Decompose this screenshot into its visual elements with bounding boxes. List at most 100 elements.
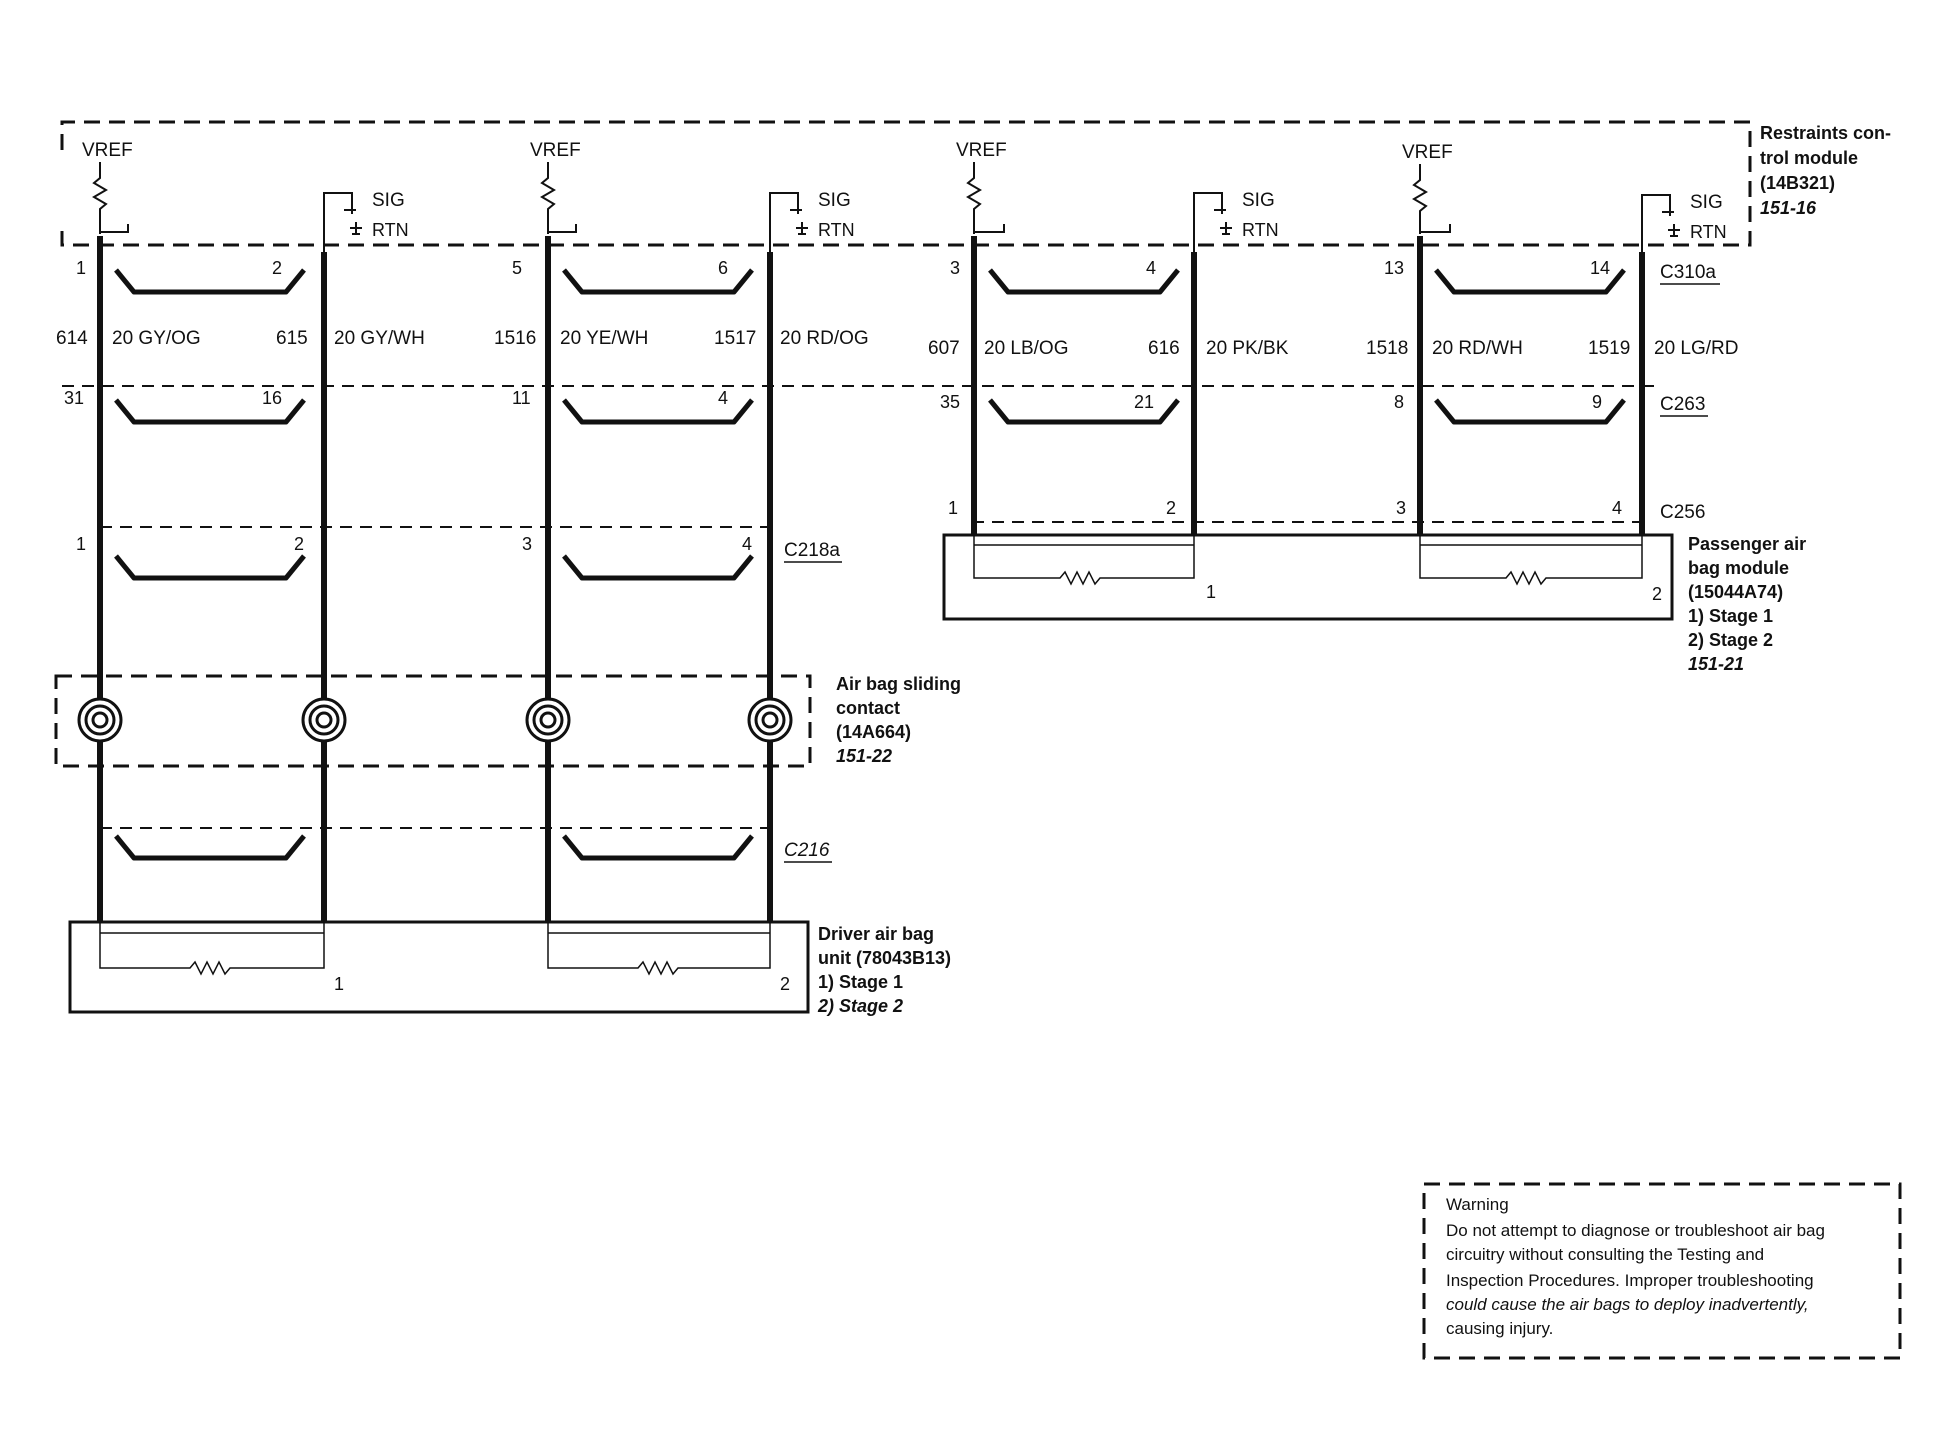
wire-color: 20 PK/BK bbox=[1206, 338, 1289, 359]
clockspring-coil-icon bbox=[747, 697, 793, 743]
connector-dividers bbox=[62, 385, 1660, 829]
vref-resistor-symbol bbox=[540, 162, 577, 234]
wire-color: 20 LG/RD bbox=[1654, 338, 1738, 359]
vref-label: VREF bbox=[1402, 142, 1453, 163]
warning-line-1: Do not attempt to diagnose or troublesho… bbox=[1446, 1221, 1825, 1240]
bracket-c310a-2 bbox=[562, 268, 754, 295]
bracket-c218a-2 bbox=[562, 554, 754, 581]
pin-number: 3 bbox=[950, 258, 960, 278]
pin-number: 3 bbox=[1396, 498, 1406, 518]
passenger-airbag-label-line-1: Passenger air bbox=[1688, 534, 1806, 554]
pin-numbers-c263: 31 16 11 4 35 21 8 9 bbox=[64, 388, 1602, 412]
stage-number: 1 bbox=[1206, 582, 1216, 602]
stage-2-igniter-resistor bbox=[547, 922, 771, 976]
pin-numbers-c310a: 1 2 5 6 3 4 13 14 bbox=[76, 258, 1610, 278]
bracket-c263-4 bbox=[1434, 398, 1626, 425]
circuit-labels: 614 20 GY/OG 615 20 GY/WH 1516 20 YE/WH … bbox=[56, 328, 1738, 359]
pin-number: 5 bbox=[512, 258, 522, 278]
pin-number: 1 bbox=[76, 534, 86, 554]
wire-color: 20 GY/OG bbox=[112, 328, 201, 349]
stage-number: 1 bbox=[334, 974, 344, 994]
passenger-airbag-stage-1: 1) Stage 1 bbox=[1688, 606, 1773, 626]
pin-number: 9 bbox=[1592, 392, 1602, 412]
vref-label: VREF bbox=[956, 140, 1007, 161]
pin-number: 2 bbox=[272, 258, 282, 278]
pin-number: 4 bbox=[742, 534, 752, 554]
rcm-label-line-1: Restraints con- bbox=[1760, 123, 1891, 143]
connector-c216: C216 bbox=[784, 840, 830, 861]
pin-number: 4 bbox=[718, 388, 728, 408]
pin-number: 16 bbox=[262, 388, 282, 408]
wire-color: 20 YE/WH bbox=[560, 328, 648, 349]
rcm-channel-2: VREF SIG RTN bbox=[530, 140, 855, 252]
warning-line-3: Inspection Procedures. Improper troubles… bbox=[1446, 1271, 1814, 1290]
stage-number: 2 bbox=[780, 974, 790, 994]
passenger-airbag-box bbox=[942, 533, 1674, 621]
rcm-page-ref: 151-16 bbox=[1760, 198, 1817, 218]
rtn-label: RTN bbox=[1690, 222, 1727, 242]
pin-number: 4 bbox=[1146, 258, 1156, 278]
connector-c218a: C218a bbox=[784, 540, 840, 561]
pin-number: 1 bbox=[76, 258, 86, 278]
circuit-number: 614 bbox=[56, 328, 88, 349]
circuit-number: 1519 bbox=[1588, 338, 1630, 359]
circuit-number: 1517 bbox=[714, 328, 756, 349]
sig-rtn-switch-symbol bbox=[323, 192, 362, 252]
circuit-number: 1516 bbox=[494, 328, 536, 349]
pin-number: 14 bbox=[1590, 258, 1610, 278]
driver-airbag-label-line-2: unit (78043B13) bbox=[818, 948, 951, 968]
vref-label: VREF bbox=[82, 140, 133, 161]
stage-number: 2 bbox=[1652, 584, 1662, 604]
sig-label: SIG bbox=[372, 190, 405, 211]
pin-number: 8 bbox=[1394, 392, 1404, 412]
rtn-label: RTN bbox=[372, 220, 409, 240]
pin-number: 13 bbox=[1384, 258, 1404, 278]
driver-airbag-box bbox=[68, 920, 810, 1014]
stage-1-igniter-resistor bbox=[973, 535, 1195, 586]
connector-names: C310a C263 C256 C218a C216 bbox=[784, 262, 1720, 863]
driver-airbag-stage-1: 1) Stage 1 bbox=[818, 972, 903, 992]
bracket-c263-3 bbox=[988, 398, 1180, 425]
sig-rtn-switch-symbol bbox=[769, 192, 808, 252]
wire-color: 20 RD/WH bbox=[1432, 338, 1523, 359]
warning-line-4: could cause the air bags to deploy inadv… bbox=[1446, 1295, 1809, 1314]
vref-resistor-symbol bbox=[92, 162, 129, 234]
rcm-channel-3: VREF SIG RTN bbox=[956, 140, 1279, 252]
wires bbox=[97, 236, 1645, 922]
rtn-label: RTN bbox=[1242, 220, 1279, 240]
pin-numbers-c218a: 1 2 3 4 bbox=[76, 534, 752, 554]
pin-number: 35 bbox=[940, 392, 960, 412]
pin-number: 11 bbox=[512, 388, 531, 408]
warning-line-2: circuitry without consulting the Testing… bbox=[1446, 1245, 1764, 1264]
connector-c310a: C310a bbox=[1660, 262, 1716, 283]
driver-airbag-stage-2: 2) Stage 2 bbox=[817, 996, 903, 1016]
bracket-c216-2 bbox=[562, 834, 754, 861]
pin-number: 4 bbox=[1612, 498, 1622, 518]
pin-number: 21 bbox=[1134, 392, 1154, 412]
air-bag-sliding-contact: Air bag sliding contact (14A664) 151-22 bbox=[54, 674, 961, 768]
rcm-label-line-2: trol module bbox=[1760, 148, 1858, 168]
pin-number: 2 bbox=[1166, 498, 1176, 518]
vref-label: VREF bbox=[530, 140, 581, 161]
rcm-channel-1: VREF SIG RTN bbox=[82, 140, 409, 252]
passenger-airbag-label-line-3: (15044A74) bbox=[1688, 582, 1783, 602]
bracket-c263-2 bbox=[562, 398, 754, 425]
sig-label: SIG bbox=[818, 190, 851, 211]
sliding-contact-page-ref: 151-22 bbox=[836, 746, 892, 766]
bracket-c310a-3 bbox=[988, 268, 1180, 295]
vref-resistor-symbol bbox=[966, 162, 1005, 234]
connector-brackets bbox=[114, 268, 1626, 861]
vref-resistor-symbol bbox=[1412, 164, 1451, 234]
connector-c263: C263 bbox=[1660, 394, 1705, 415]
restraints-control-module: Restraints con- trol module (14B321) 151… bbox=[60, 120, 1891, 247]
sliding-contact-dashed-box bbox=[54, 674, 812, 768]
circuit-number: 615 bbox=[276, 328, 308, 349]
rcm-channel-4: VREF SIG RTN bbox=[1402, 142, 1727, 252]
warning-dashed-border bbox=[1422, 1182, 1902, 1360]
passenger-airbag-stage-2: 2) Stage 2 bbox=[1688, 630, 1773, 650]
pin-number: 1 bbox=[948, 498, 958, 518]
passenger-airbag-page-ref: 151-21 bbox=[1688, 654, 1744, 674]
sig-rtn-switch-symbol bbox=[1641, 194, 1680, 252]
bracket-c218a-1 bbox=[114, 554, 306, 581]
